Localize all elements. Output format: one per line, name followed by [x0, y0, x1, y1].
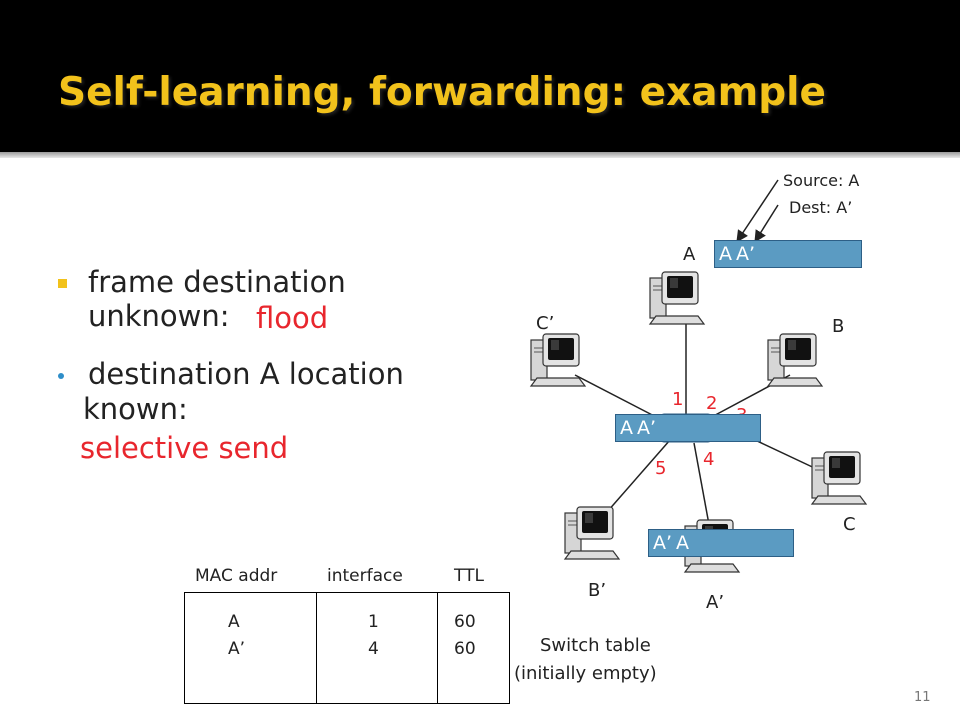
table-header-interface: interface [327, 566, 403, 586]
table-header-ttl: TTL [454, 566, 484, 586]
source-pointer-arrow [736, 179, 779, 243]
table-caption-line-2: (initially empty) [514, 663, 657, 684]
bullet-1-line-1: frame destination [88, 265, 346, 299]
table-cell-ttl-1: 60 [454, 639, 476, 659]
dot-bullet-icon [58, 373, 64, 379]
bullet-1-line-2: unknown: [88, 299, 230, 333]
frame-top-dst: A’ [736, 243, 756, 265]
table-cell-ttl-0: 60 [454, 612, 476, 632]
port-number-1: 1 [672, 389, 684, 410]
frame-middle-dst: A’ [637, 417, 657, 439]
frame-top-src: A [719, 243, 732, 265]
host-b-prime-icon [564, 506, 620, 560]
bullet-2-line-1: destination A location [88, 357, 404, 391]
switch-table [184, 592, 510, 704]
node-label-b-prime: B’ [588, 580, 607, 601]
table-cell-interface-1: 4 [368, 639, 379, 659]
table-divider-2 [437, 593, 438, 703]
port-number-4: 4 [703, 449, 715, 470]
link-6 [574, 374, 663, 421]
page-number: 11 [914, 690, 931, 705]
frame-bottom-src: A’ [653, 532, 673, 554]
selective-send-label: selective send [80, 431, 289, 465]
table-cell-mac-0: A [228, 612, 240, 632]
node-label-c: C [843, 514, 856, 535]
link-4 [693, 442, 711, 531]
node-label-b: B [832, 316, 845, 337]
table-divider-1 [316, 593, 317, 703]
dest-label: Dest: A’ [789, 198, 853, 217]
bullet-2-line-2: known: [83, 392, 188, 426]
header-divider [0, 152, 960, 158]
table-cell-interface-0: 1 [368, 612, 379, 632]
flood-label: flood [256, 301, 329, 335]
host-a-icon [649, 271, 705, 325]
dest-pointer-arrow [754, 204, 779, 243]
header-bar [0, 0, 960, 152]
host-c-icon [811, 451, 867, 505]
frame-bottom: A’A [648, 529, 794, 557]
port-number-2: 2 [706, 393, 718, 414]
node-label-a-prime: A’ [706, 592, 725, 613]
node-label-c-prime: C’ [536, 313, 555, 334]
source-label: Source: A [783, 171, 860, 190]
table-header-mac: MAC addr [195, 566, 278, 586]
table-caption-line-1: Switch table [540, 635, 651, 656]
table-cell-mac-1: A’ [228, 639, 246, 659]
host-c-prime-icon [530, 333, 586, 387]
square-bullet-icon [58, 279, 67, 288]
node-label-a: A [683, 244, 696, 265]
host-b-icon [767, 333, 823, 387]
frame-middle-src: A [620, 417, 633, 439]
slide-title: Self-learning, forwarding: example [58, 70, 826, 115]
frame-bottom-dst: A [676, 532, 690, 554]
port-number-5: 5 [655, 458, 667, 479]
